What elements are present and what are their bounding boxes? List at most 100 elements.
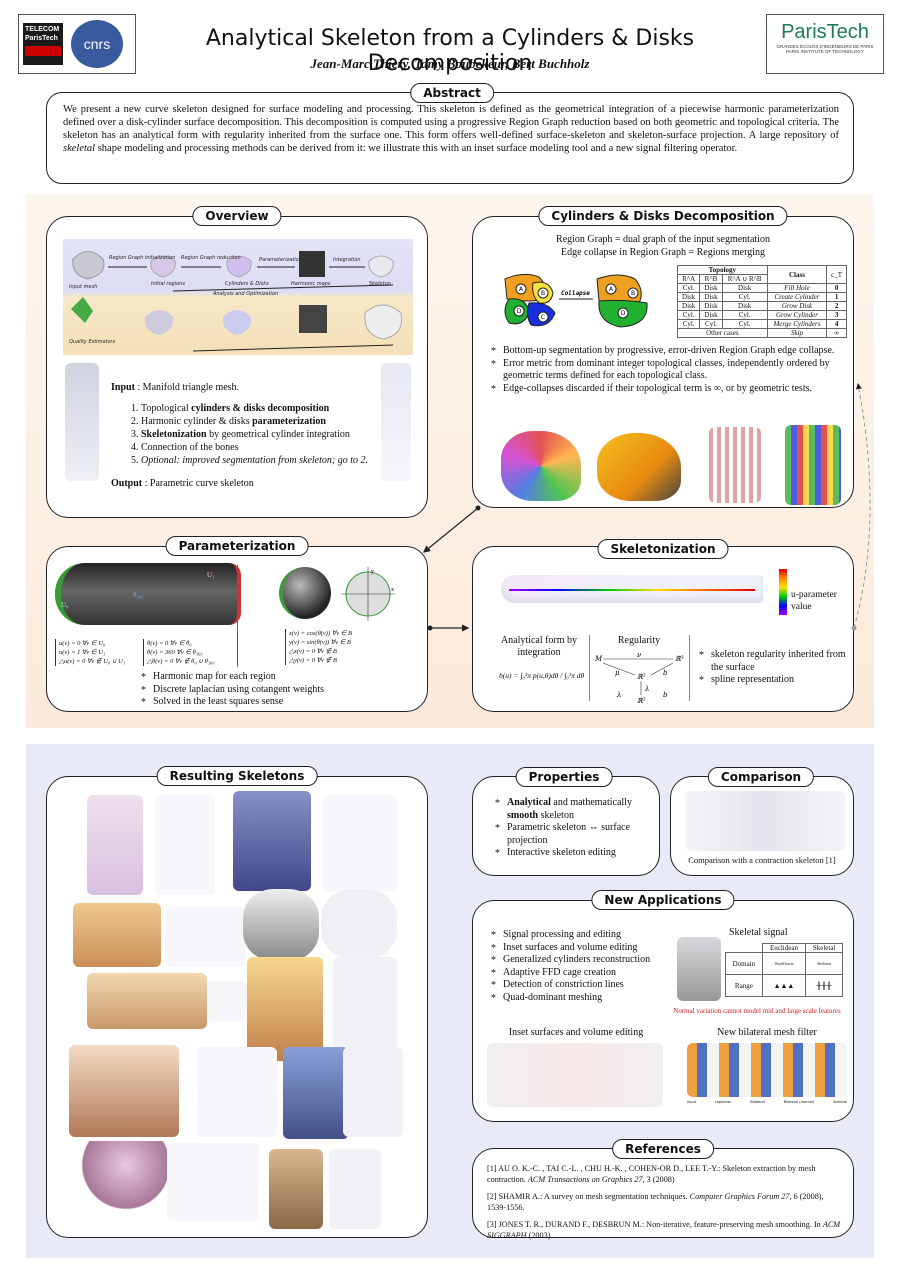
skel-bullet: spline representation — [699, 674, 849, 687]
prop-bullet: Interactive skeleton editing — [495, 847, 645, 860]
param-divider — [237, 565, 238, 667]
skeletal-signal-title: Skeletal signal — [729, 927, 788, 938]
sym-r3: ℝ³ — [675, 655, 684, 663]
bilateral-title: New bilateral mesh filter — [717, 1027, 817, 1038]
neptune-model — [283, 1047, 349, 1139]
cylinders-intro: Region Graph = dual graph of the input s… — [556, 234, 770, 258]
region-node-labels: A B C D A B D — [513, 283, 639, 323]
abstract-title: Abstract — [410, 83, 494, 103]
analytical-formula: b(u) = ∫₀²π p(u,θ)dθ / ∫₀²π dθ — [499, 671, 585, 680]
node-b: B — [541, 290, 545, 297]
param-bullets: Harmonic map for each region Discrete la… — [141, 671, 401, 709]
references-title: References — [612, 1139, 714, 1159]
lbl-integration: Integration — [333, 257, 361, 263]
dino-model — [87, 973, 207, 1029]
results-panel — [46, 776, 428, 1238]
app-bullets: Signal processing and editing Inset surf… — [491, 929, 681, 1004]
u-parameter-colorbar — [779, 569, 787, 615]
overview-right-figure — [381, 363, 411, 481]
skeletonization-title: Skeletonization — [597, 539, 729, 559]
properties-bullets: Analytical and mathematically smooth ske… — [495, 797, 645, 860]
overview-left-figure — [65, 363, 99, 481]
creature-model — [69, 1045, 179, 1137]
node-c: C — [541, 314, 545, 321]
octopus-skeleton — [167, 1143, 259, 1221]
octopus-model — [81, 1141, 171, 1221]
references-list: [1] AU O. K.-C. , TAI C.-L. , CHU H.-K. … — [487, 1163, 843, 1247]
comparison-title: Comparison — [707, 767, 815, 787]
lbl-param: Parameterization — [259, 257, 302, 263]
reference-item: [2] SHAMIR A.: A survey on mesh segmenta… — [487, 1192, 824, 1212]
pipeline-meshes — [71, 251, 403, 340]
overview-title: Overview — [192, 206, 282, 226]
applications-title: New Applications — [591, 890, 735, 910]
references-panel: [1] AU O. K.-C. , TAI C.-L. , CHU H.-K. … — [472, 1148, 854, 1240]
cyl-bullet: Bottom-up segmentation by progressive, e… — [491, 345, 837, 358]
lbl-initial-regions: Initial regions — [151, 281, 185, 287]
pipeline-labels: Input mesh Region Graph initialization I… — [69, 255, 391, 345]
disk-param-sphere — [279, 567, 331, 619]
paristech-logo: ParisTech GRANDES ÉCOLES D'INGÉNIEURS DE… — [766, 14, 884, 74]
cylinders-bullets: Bottom-up segmentation by progressive, e… — [491, 345, 837, 395]
pipeline-diagram: Input mesh Region Graph initialization I… — [63, 239, 413, 355]
abstract-text: We present a new curve skeleton designed… — [63, 104, 839, 154]
comparison-caption: Comparison with a contraction skeleton [… — [688, 855, 836, 865]
overview-output: Output : Parametric curve skeleton — [111, 478, 254, 489]
segmented-mesh-2 — [597, 433, 681, 501]
skeleton-tube-figure — [501, 575, 763, 603]
cyl-bullet: Edge-collapses discarded if their topolo… — [491, 383, 837, 396]
lbl-quality: Quality Estimators — [69, 339, 116, 345]
prop-bullet: Analytical and mathematically smooth ske… — [495, 797, 645, 822]
telecom-cnrs-logo: TELECOM ParisTech cnrs — [18, 14, 136, 74]
properties-title: Properties — [515, 767, 613, 787]
cylinder-param-labels: U₀ — [61, 601, 69, 609]
lbl-cyl-disks: Cylinders & Disks — [225, 281, 269, 287]
collapse-diagram: A B C D A B D Collapse — [504, 273, 648, 328]
overview-step: Topological cylinders & disks decomposit… — [141, 402, 381, 415]
app-bullet: Signal processing and editing — [491, 929, 681, 942]
cyl-bullet: Error metric from dominant integer topol… — [491, 358, 837, 383]
connector-arrows — [423, 383, 871, 632]
disk-uv-plot: x y — [341, 567, 395, 621]
theta-label: θ₃₆₀ — [133, 591, 144, 599]
results-title: Resulting Skeletons — [156, 766, 318, 786]
hand-skeleton — [155, 795, 215, 895]
dino-skeleton — [207, 981, 247, 1021]
regularity-diagram: M ℝ³ ℝ² ℝ² μ λ ν b b λ — [594, 651, 684, 705]
reference-item: [1] AU O. K.-C. , TAI C.-L. , CHU H.-K. … — [487, 1164, 816, 1184]
u1-label: U₁ — [207, 571, 215, 579]
lbl-skeleton: Skeleton — [369, 281, 391, 287]
inset-title: Inset surfaces and volume editing — [508, 1027, 644, 1038]
overview-step: Optional: improved segmentation from ske… — [141, 454, 381, 467]
overview-step: Skeletonization by geometrical cylinder … — [141, 428, 381, 441]
u-parameter-label: u-parameter value — [791, 590, 837, 612]
lbl-rg-reduction: Region Graph reduction — [181, 255, 241, 261]
sym-b2: b — [663, 691, 668, 699]
inset-figure — [487, 1043, 663, 1107]
app-bullet: Inset surfaces and volume editing — [491, 942, 681, 955]
collapse-label: Collapse — [561, 290, 590, 297]
neptune-skeleton — [343, 1047, 403, 1137]
node-b2: B — [631, 290, 635, 297]
fertility-skeleton — [333, 957, 397, 1061]
bilateral-figure — [687, 1043, 847, 1097]
cylinder-param-figure — [55, 563, 241, 625]
node-a: A — [519, 286, 524, 293]
prop-bullet: Parametric skeleton ⇔ surface projection — [495, 822, 645, 847]
horse-model — [73, 903, 161, 967]
chair-skeleton — [329, 1149, 381, 1229]
sym-lambda2: λ — [644, 685, 649, 693]
pipeline-arrows — [108, 266, 394, 352]
sym-r2b: ℝ² — [637, 697, 646, 705]
lbl-input-mesh: Input mesh — [69, 284, 97, 290]
sym-lambda1: λ — [616, 691, 621, 699]
chair-model — [269, 1149, 323, 1229]
overview-text: Input : Manifold triangle mesh. Topologi… — [111, 381, 381, 490]
app-bullet: Adaptive FFD cage creation — [491, 967, 681, 980]
fertility-model — [247, 957, 323, 1061]
